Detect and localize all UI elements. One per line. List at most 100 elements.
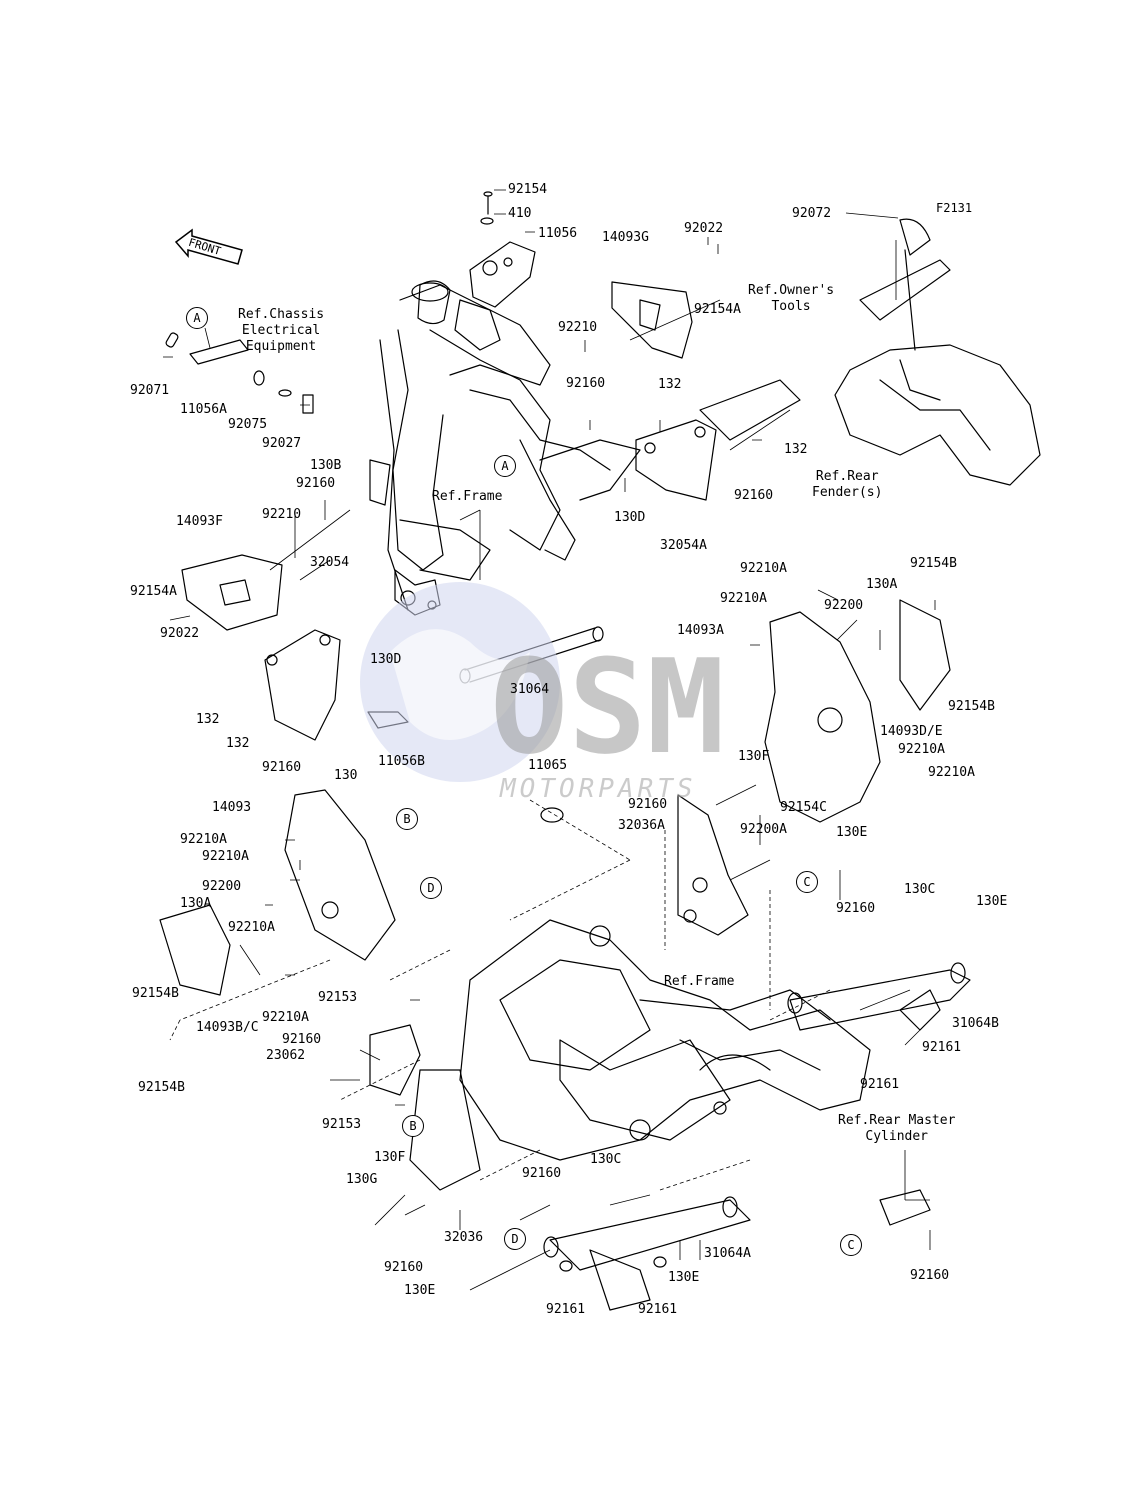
part-label: 92210A — [898, 742, 945, 757]
part-label: 92022 — [684, 221, 724, 236]
arm-31064b-drawing — [789, 969, 971, 1031]
part-label: 92154B — [132, 986, 179, 1001]
part-label: 130D — [370, 652, 402, 667]
part-label: 130E — [668, 1270, 700, 1285]
ref-rear-fender: Ref.Rear Fender(s) — [812, 469, 883, 500]
arm-31064a-drawing — [549, 1199, 751, 1271]
ref-chassis-electrical: Ref.Chassis Electrical Equipment — [238, 307, 325, 354]
part-label: 92210A — [720, 591, 767, 606]
part-label: 130D — [614, 510, 646, 525]
part-label: 32036 — [444, 1230, 484, 1245]
part-label: 130C — [590, 1152, 622, 1167]
part-label: 130G — [346, 1172, 378, 1187]
part-label: 14093D/E — [880, 724, 943, 739]
part-label: 14093A — [677, 623, 724, 638]
part-label: 130E — [976, 894, 1008, 909]
part-label: 130E — [404, 1283, 436, 1298]
part-label: 31064A — [704, 1246, 751, 1261]
rear-fender-drawing — [834, 218, 1041, 486]
part-label: 92210A — [740, 561, 787, 576]
part-label: 92075 — [228, 417, 268, 432]
part-label: 92160 — [282, 1032, 322, 1047]
bracket-32054-drawing — [264, 629, 341, 741]
part-label: 92154A — [130, 584, 177, 599]
front-direction-arrow-icon: FRONT — [174, 228, 243, 265]
callout-b: B — [402, 1115, 424, 1137]
callout-a: A — [186, 307, 208, 329]
part-label: 14093 — [212, 800, 252, 815]
part-label: 92200 — [824, 598, 864, 613]
part-label: 11056B — [378, 754, 425, 769]
part-label: 92210A — [180, 832, 227, 847]
part-label: 92210A — [202, 849, 249, 864]
part-label: 130C — [904, 882, 936, 897]
part-label: 130F — [738, 749, 770, 764]
part-label: 92154B — [138, 1080, 185, 1095]
part-label: 92160 — [734, 488, 774, 503]
part-label: 92022 — [160, 626, 200, 641]
part-label: 130A — [866, 577, 898, 592]
part-label: 11056A — [180, 402, 227, 417]
cover-14093a-drawing — [764, 611, 881, 823]
part-label: 92154C — [780, 800, 827, 815]
callout-c: C — [840, 1234, 862, 1256]
part-label: 32054 — [310, 555, 350, 570]
part-label: 92160 — [566, 376, 606, 391]
part-label: 92161 — [546, 1302, 586, 1317]
part-label: 92071 — [130, 383, 170, 398]
part-label: 92161 — [860, 1077, 900, 1092]
callout-a: A — [494, 455, 516, 477]
part-label: 130A — [180, 896, 212, 911]
part-label: 92153 — [318, 990, 358, 1005]
watermark-logo: OSM MOTORPARTS — [360, 582, 725, 804]
part-label: 14093G — [602, 230, 649, 245]
part-label: 92154B — [948, 699, 995, 714]
part-label: 92154B — [910, 556, 957, 571]
part-label: 92210 — [262, 507, 302, 522]
part-label: 31064B — [952, 1016, 999, 1031]
part-label: 92161 — [922, 1040, 962, 1055]
part-label: 92160 — [262, 760, 302, 775]
part-label: 92027 — [262, 436, 302, 451]
part-label: 92210 — [558, 320, 598, 335]
ref-rear-master-cylinder: Ref.Rear Master Cylinder — [838, 1113, 956, 1144]
part-label: 92160 — [836, 901, 876, 916]
part-label: 92072 — [792, 206, 832, 221]
part-label: 11065 — [528, 758, 568, 773]
part-label: 132 — [196, 712, 220, 727]
callout-c: C — [796, 871, 818, 893]
cover-14093g-drawing — [611, 281, 693, 359]
watermark-sub: MOTORPARTS — [499, 774, 697, 804]
part-label: 92160 — [384, 1260, 424, 1275]
part-label: 92160 — [296, 476, 336, 491]
part-label: 92200A — [740, 822, 787, 837]
part-label: 130B — [310, 458, 342, 473]
part-label: 130 — [334, 768, 358, 783]
part-label: 92160 — [522, 1166, 562, 1181]
seal-11065-drawing — [540, 807, 564, 823]
part-label: 92210A — [928, 765, 975, 780]
part-label: 92210A — [262, 1010, 309, 1025]
bracket-11056-drawing — [469, 191, 536, 308]
callout-d: D — [504, 1228, 526, 1250]
part-label: 32036A — [618, 818, 665, 833]
part-label: 11056 — [538, 226, 578, 241]
part-label: 32054A — [660, 538, 707, 553]
part-label: 132 — [226, 736, 250, 751]
part-label: 92200 — [202, 879, 242, 894]
lower-frame-drawing — [459, 919, 871, 1161]
part-label: 92160 — [910, 1268, 950, 1283]
watermark-brand: OSM — [490, 631, 725, 783]
part-label: 92160 — [628, 797, 668, 812]
bracket-32054a-drawing — [635, 419, 717, 501]
part-label: 92153 — [322, 1117, 362, 1132]
ref-frame-lower: Ref.Frame — [664, 974, 735, 989]
part-label: 132 — [784, 442, 808, 457]
part-label: 31064 — [510, 682, 550, 697]
part-label: 14093F — [176, 514, 223, 529]
part-label: 92161 — [638, 1302, 678, 1317]
part-label: 23062 — [266, 1048, 306, 1063]
ref-frame-upper: Ref.Frame — [432, 489, 503, 504]
ref-owners-tools: Ref.Owner's Tools — [748, 283, 835, 314]
